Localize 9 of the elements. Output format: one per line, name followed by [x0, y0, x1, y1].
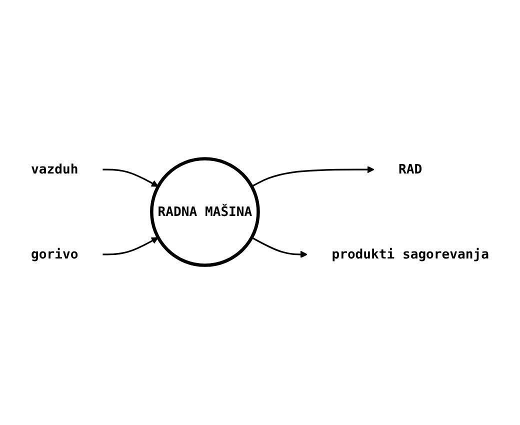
node-circle: RADNA MAŠINA: [150, 158, 260, 268]
arrow: [102, 169, 158, 188]
arrow: [102, 238, 158, 256]
node-text: gorivo: [31, 246, 78, 262]
arrow: [251, 166, 374, 188]
node-text: RAD: [398, 162, 422, 178]
node-text: vazduh: [31, 162, 78, 178]
node-text: produkti sagorevanja: [332, 246, 489, 262]
arrow: [251, 237, 308, 259]
